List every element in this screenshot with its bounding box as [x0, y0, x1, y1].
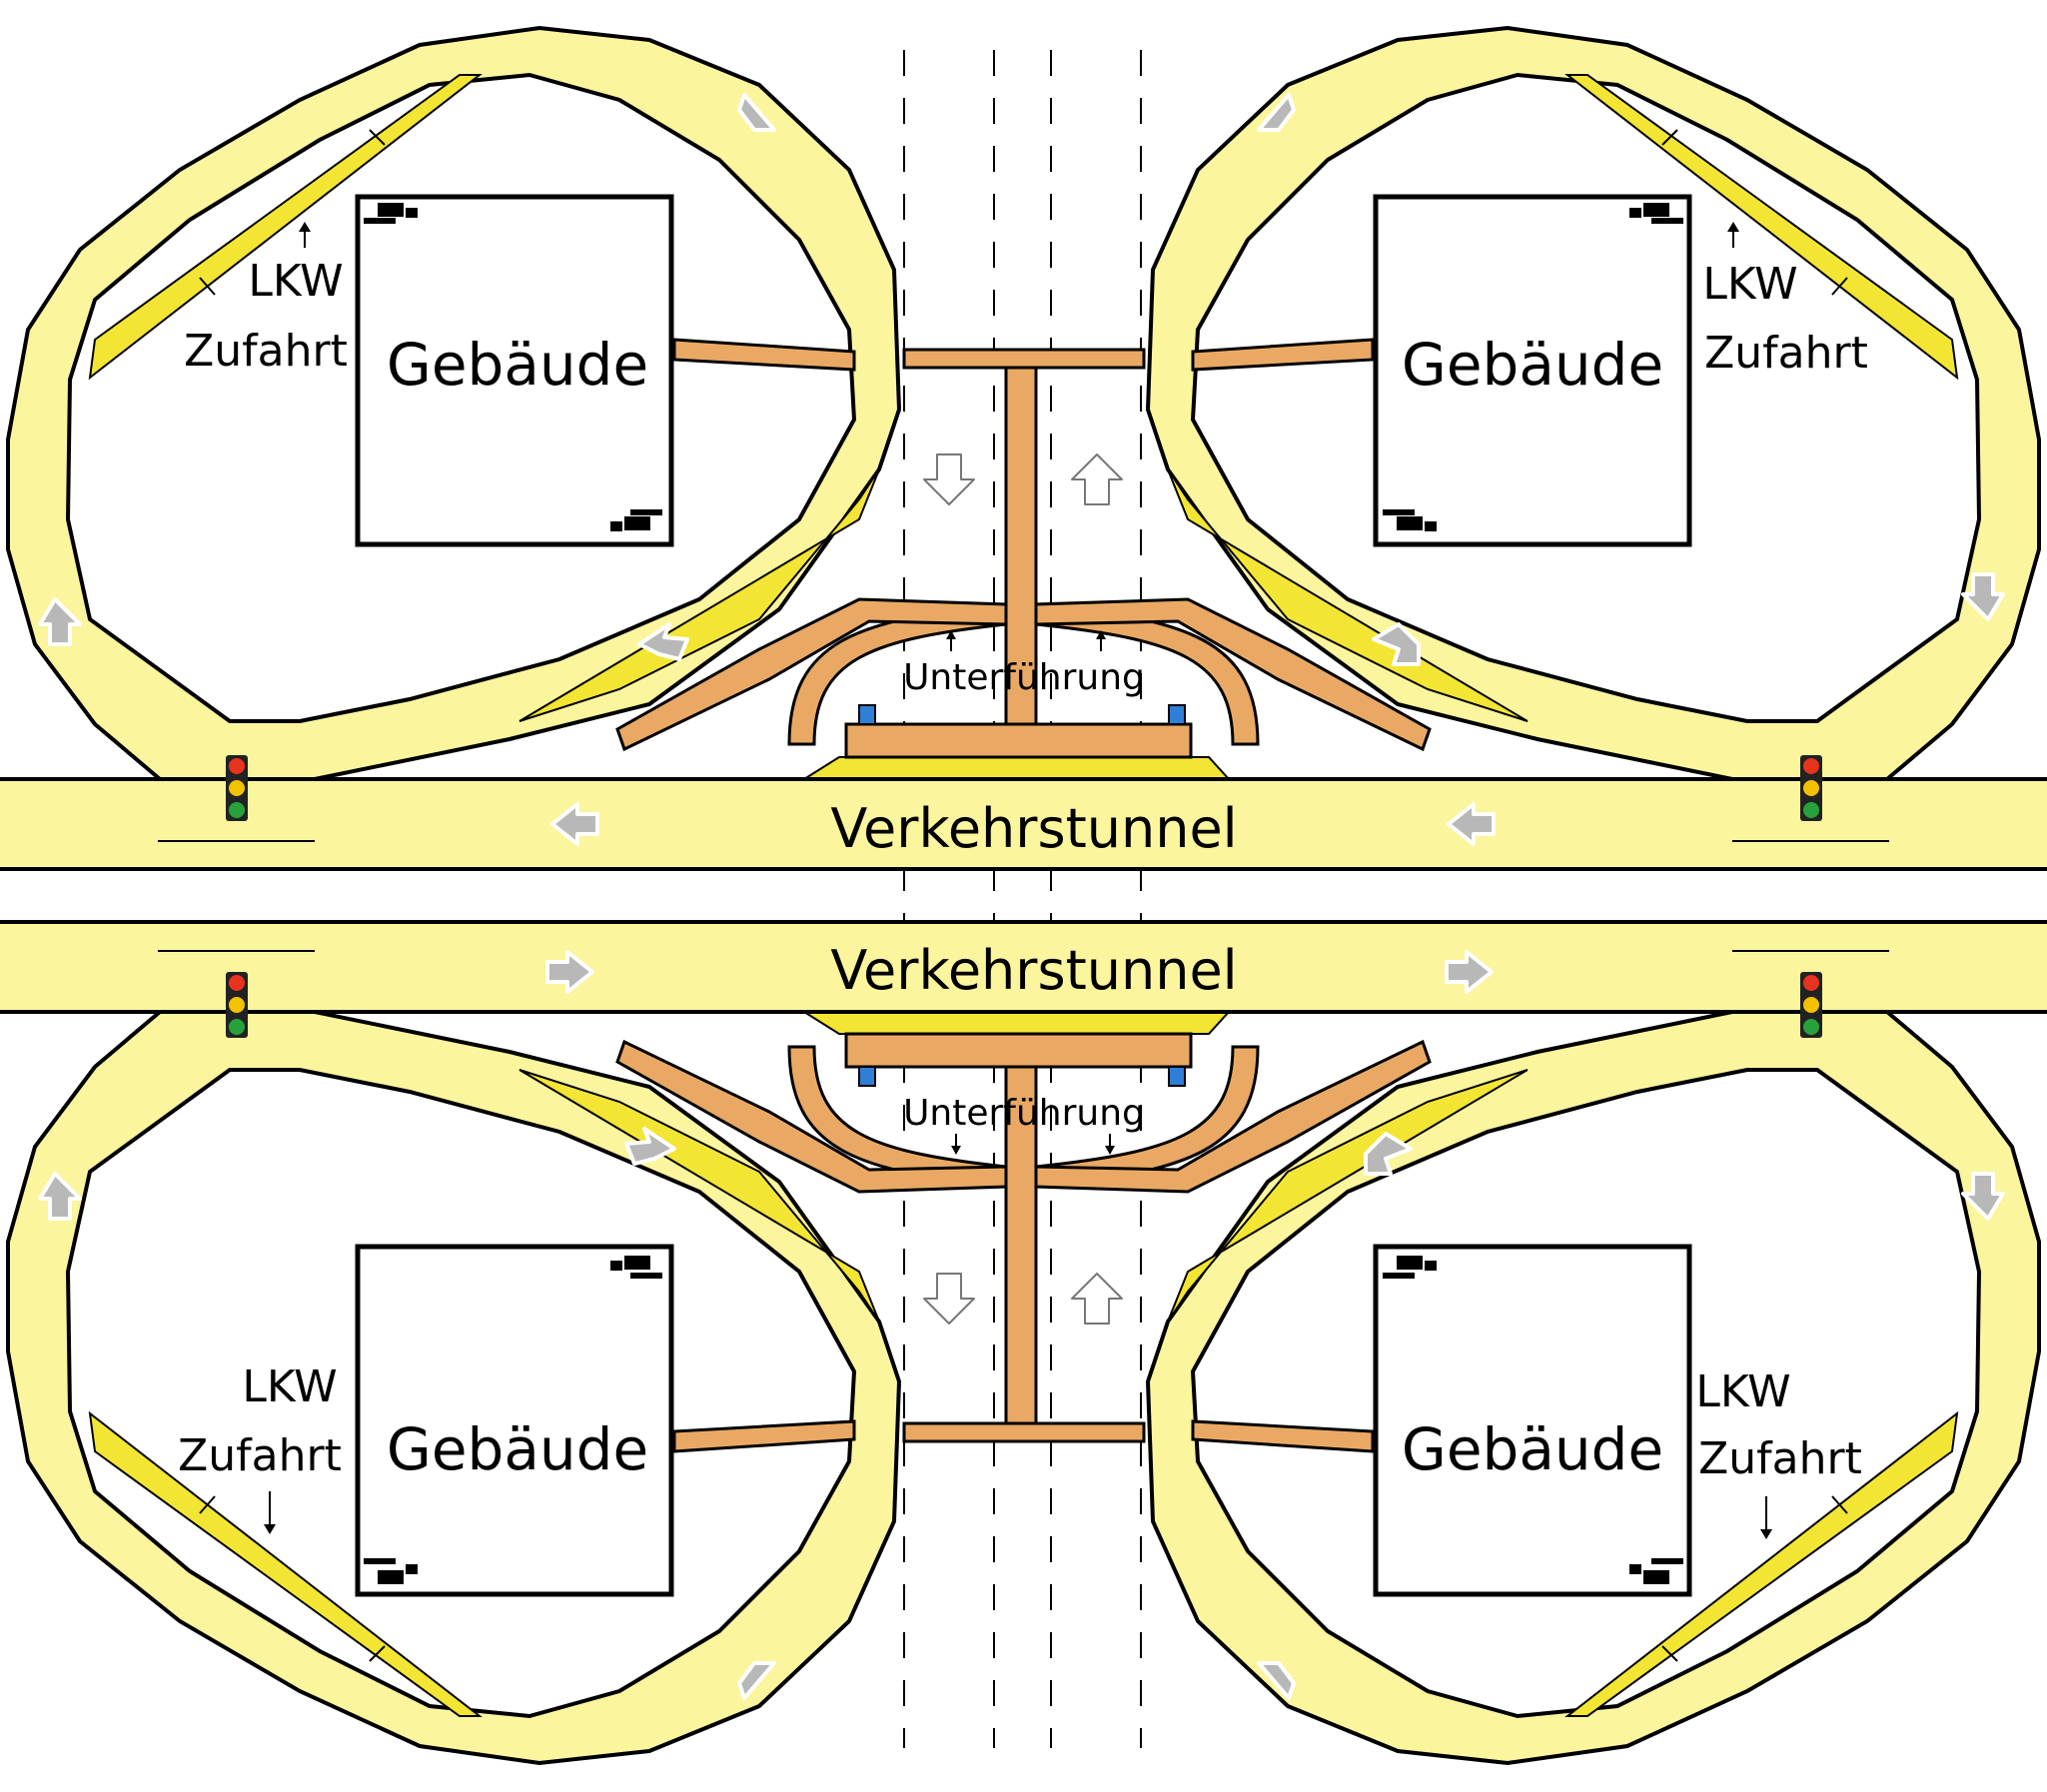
truck-access-label: Zufahrt	[1704, 328, 1868, 379]
truck-access-label: Zufahrt	[178, 1430, 342, 1481]
building-bottom-left	[355, 1244, 674, 1597]
traffic-light-icon	[226, 972, 248, 1038]
loop-ramp-bottom-left	[6, 1010, 902, 1766]
vehicle-icon	[1383, 1256, 1437, 1279]
blue-marker-icon	[1168, 1066, 1186, 1087]
direction-arrow-icon	[1071, 453, 1123, 505]
merge-lane-bottom-left	[518, 1069, 880, 1323]
footpaths-top	[615, 338, 1432, 752]
underpass-deck-bottom	[844, 1032, 1193, 1069]
footpaths-bottom	[615, 1039, 1432, 1453]
vehicle-icon	[364, 203, 418, 224]
truck-access-label: LKW	[248, 256, 343, 307]
direction-arrow-icon	[1961, 572, 2005, 621]
building-top-left	[355, 194, 674, 547]
vehicle-icon	[1629, 203, 1683, 224]
blue-marker-icon	[1168, 704, 1186, 725]
traffic-light-icon	[1800, 972, 1822, 1038]
underpass-deck-top	[844, 722, 1193, 759]
direction-arrow-icon	[550, 802, 599, 846]
direction-arrow-icon	[923, 453, 975, 505]
building-label: Gebäude	[1402, 1415, 1663, 1483]
direction-arrow-icon	[1372, 622, 1421, 666]
direction-arrow-icon	[1257, 1661, 1296, 1700]
direction-arrow-icon	[737, 93, 776, 132]
building-label: Gebäude	[1402, 331, 1663, 399]
tunnel-label-bottom: Verkehrstunnel	[830, 939, 1237, 1002]
blue-marker-icon	[858, 704, 876, 725]
merge-lane-bottom-right	[1167, 1069, 1529, 1323]
direction-arrow-icon	[624, 1127, 676, 1166]
building-bottom-right	[1373, 1244, 1692, 1597]
vehicle-icon	[610, 1256, 662, 1279]
vehicle-icon	[1629, 1558, 1683, 1584]
bottom-half: Verkehrstunnel Gebäude Gebäude LKW Zufah…	[0, 920, 2047, 1766]
truck-access-label: LKW	[1702, 259, 1797, 310]
tunnel-platform-top	[800, 756, 1232, 780]
tunnel-platform-bottom	[800, 1011, 1232, 1035]
vehicle-icon	[610, 509, 662, 531]
truck-access-label: LKW	[1695, 1366, 1790, 1417]
loop-ramp-top-right	[1145, 25, 2041, 781]
direction-arrow-icon	[737, 1661, 776, 1700]
direction-arrow-icon	[1447, 802, 1496, 846]
underpass-label-bottom: Unterführung	[903, 1093, 1145, 1134]
building-label: Gebäude	[387, 331, 648, 399]
direction-arrow-icon	[1071, 1273, 1123, 1325]
vehicle-icon	[1383, 509, 1437, 531]
blue-marker-icon	[858, 1066, 876, 1087]
truck-lane-top-right	[1564, 74, 1959, 381]
traffic-light-icon	[1800, 755, 1822, 821]
direction-arrow-icon	[1445, 950, 1494, 994]
truck-access-label: LKW	[242, 1361, 337, 1412]
direction-arrow-icon	[545, 950, 594, 994]
direction-arrow-icon	[38, 1172, 82, 1221]
direction-arrow-icon	[38, 597, 82, 646]
truck-lane-bottom-left	[88, 1410, 483, 1717]
top-half: Verkehrstunnel Gebäude Gebäude LKW Zufah…	[0, 25, 2047, 871]
traffic-tunnel-top	[0, 777, 2047, 871]
truck-access-label: Zufahrt	[184, 326, 348, 377]
traffic-tunnel-bottom	[0, 920, 2047, 1014]
tunnel-label-top: Verkehrstunnel	[830, 797, 1237, 860]
vehicle-icon	[364, 1558, 418, 1584]
truck-lane-top-left	[88, 74, 483, 381]
traffic-light-icon	[226, 755, 248, 821]
direction-arrow-icon	[923, 1273, 975, 1325]
underpass-label-top: Unterführung	[903, 657, 1145, 698]
direction-arrow-icon	[637, 622, 689, 661]
direction-arrow-icon	[1364, 1132, 1413, 1176]
loop-ramp-top-left	[6, 25, 902, 781]
merge-lane-top-right	[1167, 468, 1529, 722]
truck-lane-bottom-right	[1564, 1410, 1959, 1717]
building-top-right	[1373, 194, 1692, 547]
building-label: Gebäude	[387, 1415, 648, 1483]
loop-ramp-bottom-right	[1145, 1010, 2041, 1766]
direction-arrow-icon	[1257, 93, 1296, 132]
center-lane-lines	[903, 50, 1142, 1748]
direction-arrow-icon	[1961, 1172, 2005, 1221]
merge-lane-top-left	[518, 468, 880, 722]
truck-access-label: Zufahrt	[1698, 1433, 1862, 1484]
